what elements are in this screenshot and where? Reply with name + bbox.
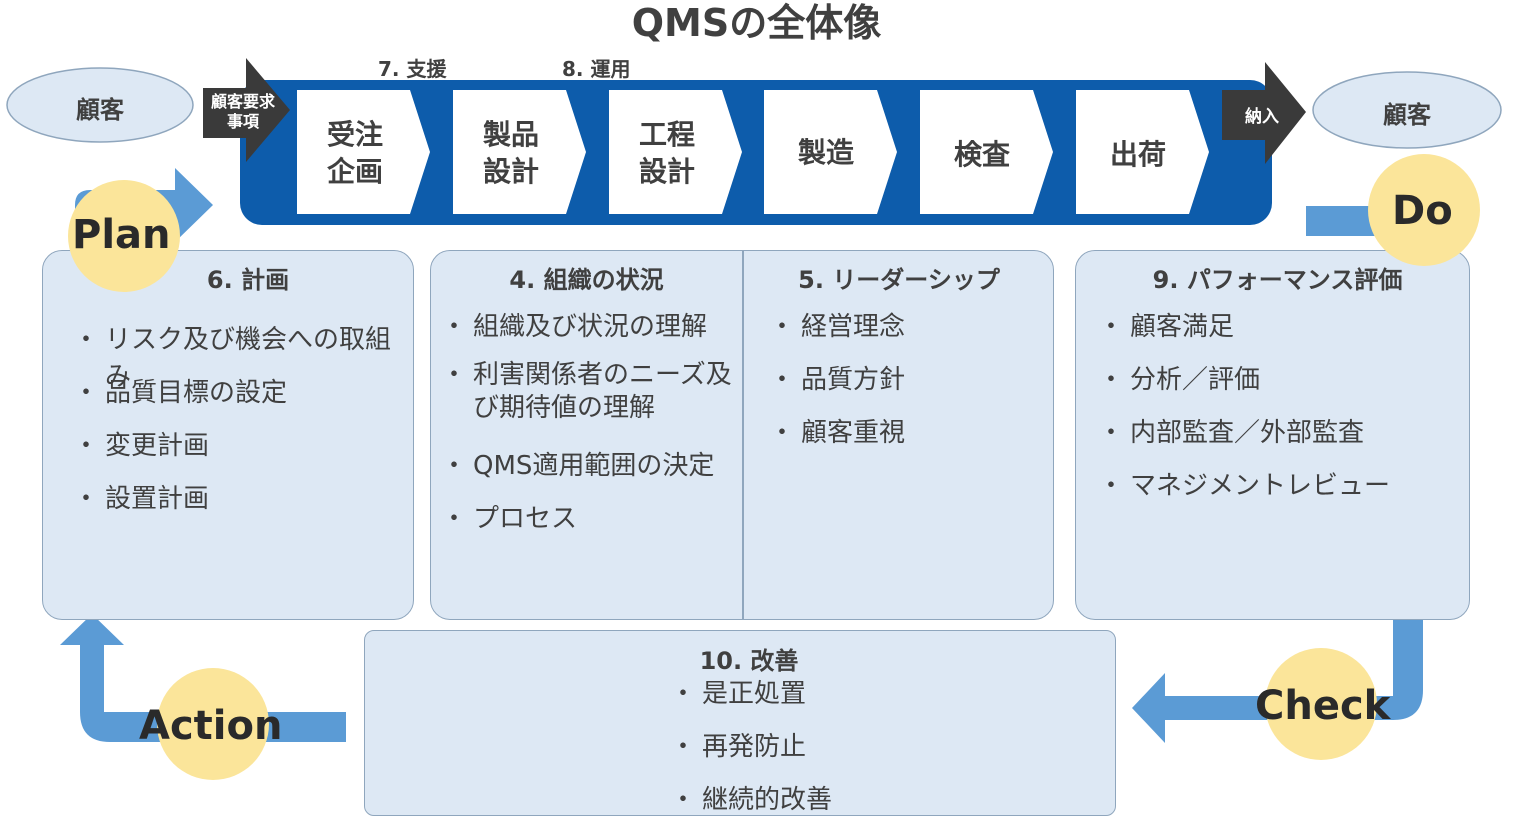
- action-label: Action: [139, 703, 283, 749]
- check-label: Check: [1255, 683, 1391, 729]
- list-item: 設置計画: [73, 478, 413, 531]
- panel-title: 9. パフォーマンス評価: [1152, 266, 1403, 294]
- improvement-list: 是正処置 再発防止 継続的改善: [670, 673, 832, 832]
- list-item: 品質目標の設定: [73, 372, 413, 425]
- step-inspection: 検査: [928, 97, 1036, 212]
- list-item: 利害関係者のニーズ及び期待値の理解: [441, 359, 736, 445]
- step-chevron-1: [297, 90, 430, 214]
- panel-title: 5. リーダーシップ: [798, 266, 1000, 294]
- step-product-design: 製品設計: [461, 95, 561, 210]
- performance-panel: 9. パフォーマンス評価 顧客満足 分析／評価 内部監査／外部監査 マネジメント…: [1075, 250, 1470, 620]
- list-item: 品質方針: [769, 359, 905, 412]
- context-leadership-panel: 4. 組織の状況 組織及び状況の理解 利害関係者のニーズ及び期待値の理解 QMS…: [430, 250, 1054, 620]
- planning-list: リスク及び機会への取組み 品質目標の設定 変更計画 設置計画: [73, 319, 413, 531]
- panel-divider: [742, 251, 744, 619]
- delivery-label: 納入: [1245, 107, 1279, 127]
- diagram-title: QMSの全体像: [631, 1, 882, 45]
- step-chevron-6: [1076, 90, 1209, 214]
- support-label: 7. 支援: [378, 57, 447, 81]
- list-item: 内部監査／外部監査: [1098, 412, 1390, 465]
- customer-right-ellipse: [1312, 71, 1502, 149]
- check-circle: [1265, 648, 1377, 760]
- leadership-list: 経営理念 品質方針 顧客重視: [769, 306, 905, 465]
- list-item: マネジメントレビュー: [1098, 465, 1390, 518]
- list-item: 分析／評価: [1098, 359, 1390, 412]
- step-process-design: 工程設計: [617, 95, 717, 210]
- plan-label: Plan: [72, 212, 171, 258]
- step-chevron-4: [764, 90, 897, 214]
- operation-label: 8. 運用: [562, 57, 631, 81]
- step-shipping: 出荷: [1084, 97, 1192, 212]
- list-item: 変更計画: [73, 425, 413, 478]
- do-label: Do: [1392, 188, 1453, 234]
- list-item: 是正処置: [670, 673, 832, 726]
- step-chevron-3: [609, 90, 742, 214]
- improvement-panel: 10. 改善 是正処置 再発防止 継続的改善: [364, 630, 1116, 816]
- customer-left-label: 顧客: [76, 96, 124, 124]
- list-item: 顧客重視: [769, 412, 905, 465]
- step-label: 出荷: [1109, 138, 1166, 171]
- performance-list: 顧客満足 分析／評価 内部監査／外部監査 マネジメントレビュー: [1098, 306, 1390, 518]
- step-label: 製品設計: [482, 117, 539, 188]
- action-circle: [157, 668, 269, 780]
- list-item: プロセス: [441, 498, 736, 551]
- list-item: 経営理念: [769, 306, 905, 359]
- list-item: QMS適用範囲の決定: [441, 445, 736, 498]
- list-item: 再発防止: [670, 726, 832, 779]
- customer-left-ellipse: [6, 67, 194, 143]
- panel-title: 6. 計画: [206, 266, 290, 294]
- delivery-arrow: [1222, 62, 1306, 164]
- do-circle: [1368, 154, 1480, 266]
- customer-right-label: 顧客: [1383, 101, 1431, 129]
- step-label: 検査: [953, 138, 1010, 171]
- step-order-planning: 受注企画: [305, 95, 405, 210]
- list-item: 組織及び状況の理解: [441, 306, 736, 359]
- panel-title: 10. 改善: [699, 647, 799, 675]
- step-chevron-2: [453, 90, 586, 214]
- context-list: 組織及び状況の理解 利害関係者のニーズ及び期待値の理解 QMS適用範囲の決定 プ…: [441, 306, 736, 551]
- step-chevron-5: [920, 90, 1053, 214]
- list-item: 顧客満足: [1098, 306, 1390, 359]
- list-item: リスク及び機会への取組み: [73, 319, 413, 392]
- step-label: 工程設計: [638, 117, 695, 188]
- panel-title: 4. 組織の状況: [509, 266, 664, 294]
- step-label: 製造: [797, 136, 854, 169]
- list-item: 継続的改善: [670, 779, 832, 832]
- plan-circle: [68, 180, 180, 292]
- step-label: 受注企画: [326, 117, 383, 188]
- planning-panel: 6. 計画 リスク及び機会への取組み 品質目標の設定 変更計画 設置計画: [42, 250, 414, 620]
- step-manufacturing: 製造: [772, 95, 880, 210]
- requirements-arrow: [203, 58, 290, 162]
- requirements-label: 顧客要求事項: [210, 92, 275, 131]
